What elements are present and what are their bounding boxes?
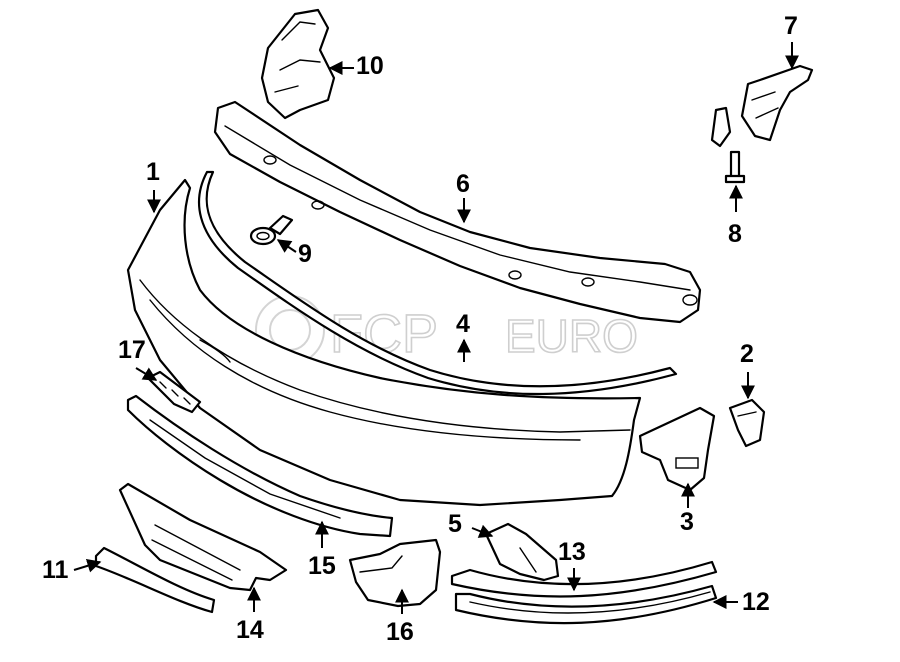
part-6-impact-bar (213, 100, 702, 324)
callout-9: 9 (298, 240, 312, 268)
part-13-trim (450, 560, 718, 598)
callout-17: 17 (118, 336, 146, 364)
leader-lines (73, 42, 799, 614)
callout-4: 4 (456, 310, 470, 338)
callout-11: 11 (42, 556, 69, 584)
part-14-plate-bracket (118, 482, 288, 592)
part-11-trim (94, 546, 216, 614)
part-9-tow-eye (249, 214, 294, 246)
callout-6: 6 (456, 170, 470, 198)
part-1-bumper-cover (126, 178, 642, 507)
watermark-suffix: EURO (505, 310, 638, 362)
part-15-lower-strip (126, 394, 394, 538)
part-5-cover (484, 522, 560, 582)
callout-1: 1 (146, 158, 160, 186)
watermark-logo: FCP EURO (255, 295, 639, 365)
callout-13: 13 (558, 538, 586, 566)
callout-12: 12 (742, 588, 770, 616)
callout-2: 2 (740, 340, 754, 368)
callout-14: 14 (236, 616, 264, 644)
callout-15: 15 (308, 552, 336, 580)
part-10-bracket (260, 8, 336, 120)
callout-10: 10 (356, 52, 384, 80)
part-7-nozzle (710, 64, 814, 148)
part-2-clip (728, 398, 766, 448)
callout-5: 5 (448, 510, 462, 538)
callout-8: 8 (728, 220, 742, 248)
leader-9 (276, 239, 297, 253)
part-3-bracket (638, 406, 716, 492)
callout-3: 3 (680, 508, 694, 536)
leader-17 (135, 367, 158, 381)
part-4-molding (197, 170, 678, 396)
part-8-bolt (724, 150, 746, 184)
part-17-bracket (146, 370, 202, 414)
callout-16: 16 (386, 618, 414, 646)
part-16-air-duct (348, 538, 442, 608)
callout-7: 7 (784, 12, 798, 40)
leader-11 (73, 559, 102, 573)
leader-5 (471, 524, 494, 538)
